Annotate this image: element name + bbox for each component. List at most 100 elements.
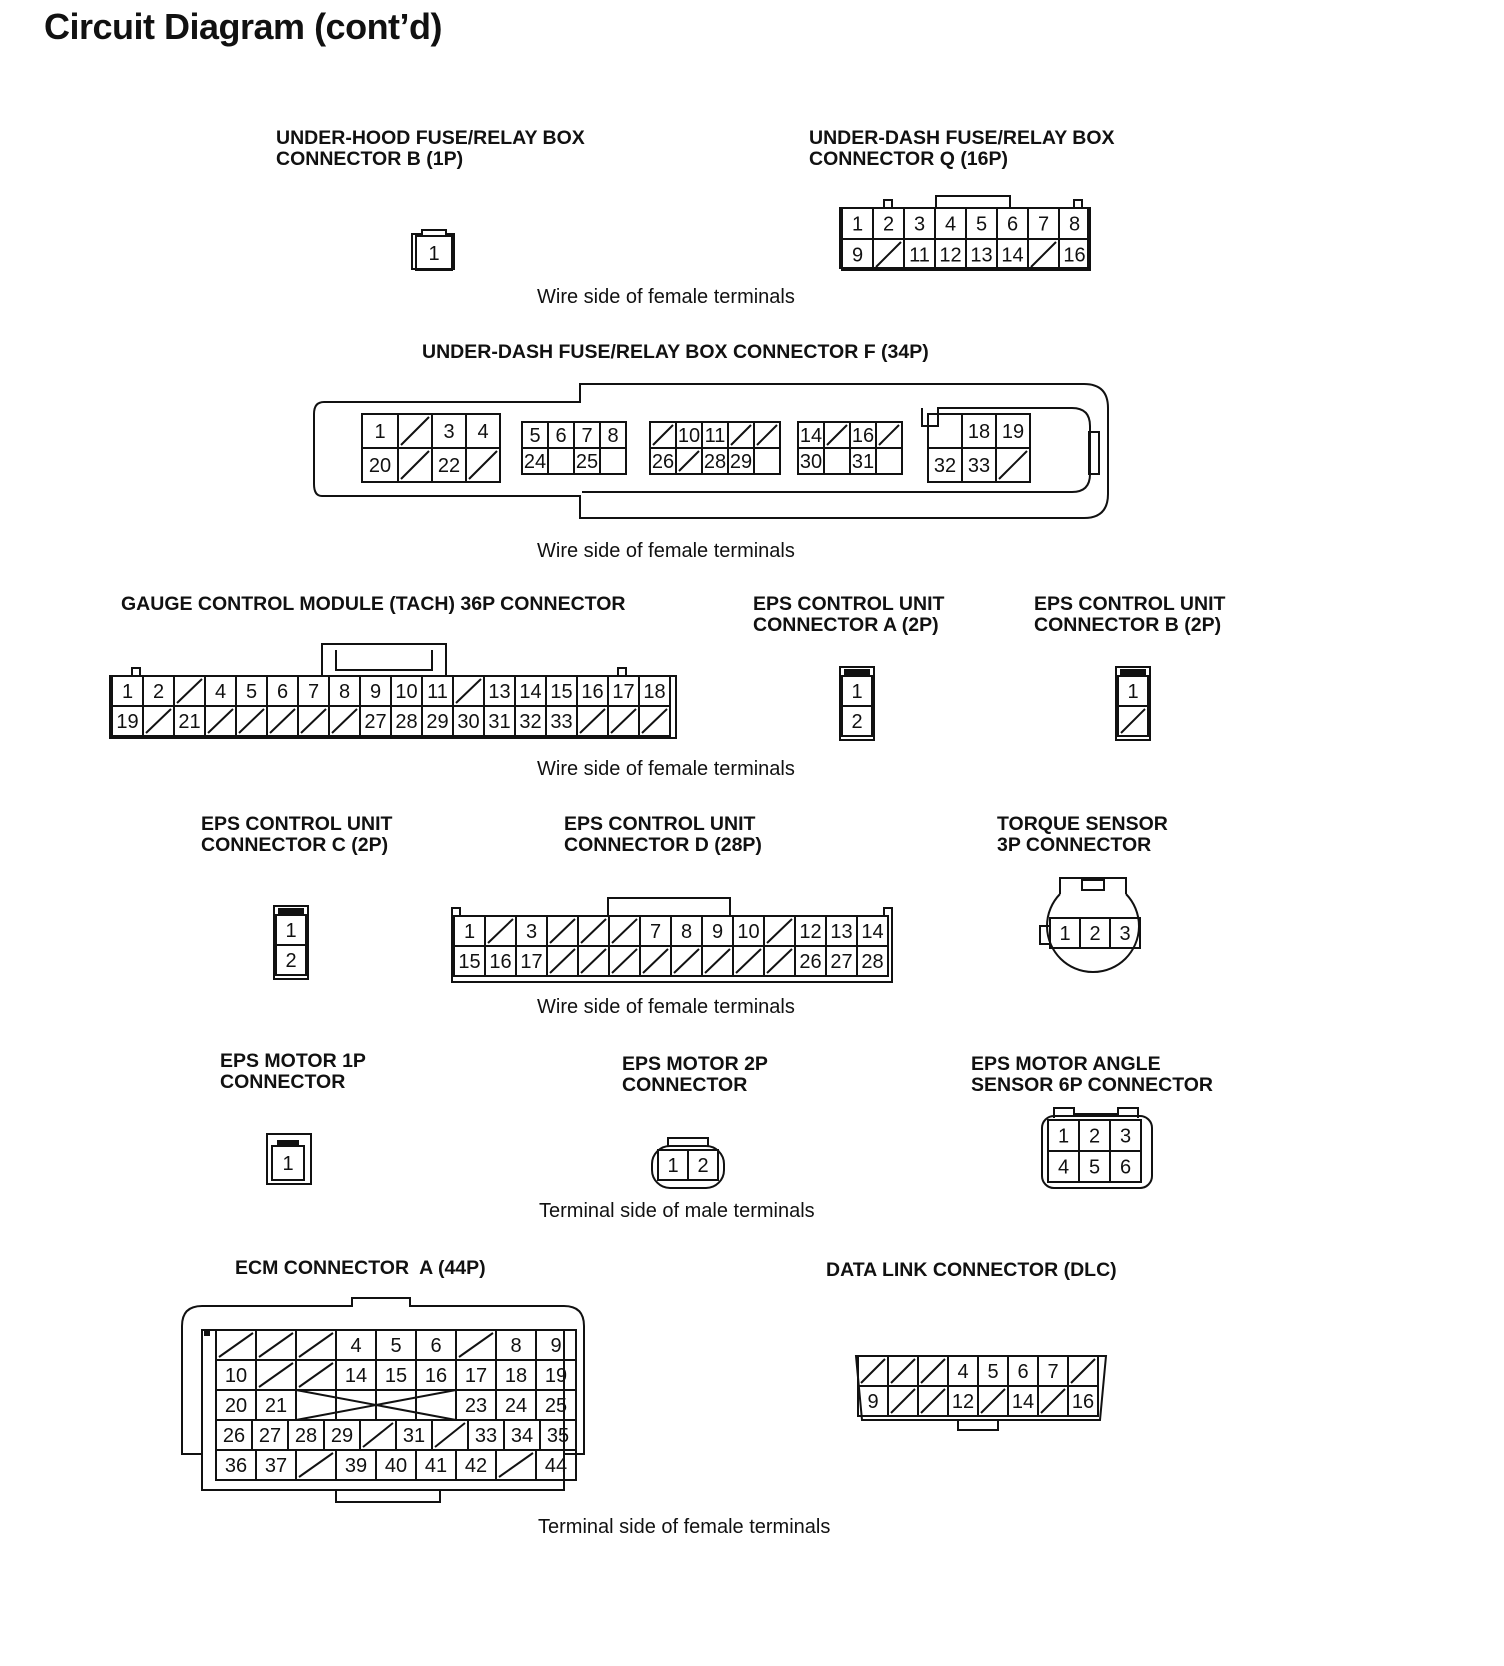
gcm-terminal-number: 4 bbox=[215, 681, 226, 703]
ud-f-group4-terminal-number: 14 bbox=[800, 425, 822, 447]
angle-terminal-number: 4 bbox=[1058, 1157, 1069, 1179]
ecm-a-terminal-number: 17 bbox=[465, 1365, 487, 1387]
ecm-a-terminal-number: 34 bbox=[511, 1425, 533, 1447]
torque-terminal-number: 3 bbox=[1119, 923, 1130, 945]
dlc-terminal-number: 4 bbox=[957, 1361, 968, 1383]
caption-wire-side-2: Wire side of female terminals bbox=[537, 540, 795, 562]
angle-terminal-number: 6 bbox=[1120, 1157, 1131, 1179]
unused-terminal-slash bbox=[673, 948, 700, 974]
label-eps-motor-angle-sensor: EPS MOTOR ANGLE SENSOR 6P CONNECTOR bbox=[971, 1053, 1213, 1096]
ecm-a-terminal-number: 31 bbox=[403, 1425, 425, 1447]
unused-terminal-slash bbox=[362, 1422, 394, 1448]
ecm-a-terminal-number: 8 bbox=[510, 1335, 521, 1357]
ud-q-cell bbox=[1058, 238, 1091, 271]
ecm-a-terminal-number: 25 bbox=[545, 1395, 567, 1417]
ud-f-group4-terminal-number: 30 bbox=[800, 451, 822, 473]
unused-terminal-slash bbox=[207, 708, 234, 734]
ecm-a-terminal-number: 24 bbox=[505, 1395, 527, 1417]
gcm-terminal-number: 17 bbox=[612, 681, 634, 703]
gcm-terminal-number: 16 bbox=[581, 681, 603, 703]
unused-terminal-slash bbox=[238, 708, 265, 734]
unused-terminal-slash bbox=[458, 1332, 494, 1358]
ud-f-group1-terminal-number: 4 bbox=[477, 421, 488, 443]
ud-f-group2-terminal-number: 7 bbox=[581, 425, 592, 447]
ecm-a-terminal-number: 42 bbox=[465, 1455, 487, 1477]
gcm-terminal-number: 31 bbox=[488, 711, 510, 733]
ecm-a-terminal-number: 21 bbox=[265, 1395, 287, 1417]
mot2p-cell bbox=[687, 1149, 719, 1181]
uh-b-terminal-number: 1 bbox=[428, 243, 439, 265]
eps-d-terminal-number: 17 bbox=[520, 951, 542, 973]
gcm-terminal-number: 1 bbox=[122, 681, 133, 703]
eps-connector-c-shell bbox=[273, 905, 309, 980]
gcm-terminal-number: 8 bbox=[339, 681, 350, 703]
gcm-terminal-number: 11 bbox=[427, 681, 448, 703]
ecm-a-terminal-number: 10 bbox=[225, 1365, 247, 1387]
ecm-a-terminal-number: 36 bbox=[225, 1455, 247, 1477]
ecm-a-terminal-number: 33 bbox=[475, 1425, 497, 1447]
label-under-hood-b: UNDER-HOOD FUSE/RELAY BOX CONNECTOR B (1… bbox=[276, 127, 585, 170]
unused-terminal-slash bbox=[258, 1332, 294, 1358]
angle-terminal-number: 3 bbox=[1120, 1126, 1131, 1148]
ecm-a-terminal-number: 29 bbox=[331, 1425, 353, 1447]
unused-terminal-slash bbox=[998, 450, 1028, 480]
unused-terminal-slash bbox=[826, 424, 848, 446]
label-under-dash-q: UNDER-DASH FUSE/RELAY BOX CONNECTOR Q (1… bbox=[809, 127, 1115, 170]
gcm-terminal-number: 32 bbox=[519, 711, 541, 733]
ud-f-group3-terminal-number: 11 bbox=[705, 425, 726, 447]
ecm-a-terminal-number: 41 bbox=[425, 1455, 447, 1477]
unused-terminal-slash bbox=[611, 918, 638, 944]
ud-f-group3-terminal-number: 28 bbox=[704, 451, 726, 473]
eps-d-terminal-number: 27 bbox=[830, 951, 852, 973]
dlc-terminal-number: 7 bbox=[1047, 1361, 1058, 1383]
ud-f-group2-terminal-number: 6 bbox=[555, 425, 566, 447]
ecm-a-terminal-number: 16 bbox=[425, 1365, 447, 1387]
ecm-cross-line bbox=[295, 1389, 457, 1421]
unused-terminal-slash bbox=[298, 1332, 334, 1358]
ecm-a-terminal-number: 18 bbox=[505, 1365, 527, 1387]
gcm-terminal-number: 14 bbox=[519, 681, 541, 703]
gcm-terminal-number: 13 bbox=[488, 681, 510, 703]
ecm-a-terminal-number: 9 bbox=[550, 1335, 561, 1357]
unused-terminal-slash bbox=[920, 1388, 946, 1414]
dlc-terminal-number: 5 bbox=[987, 1361, 998, 1383]
eps-c-terminal-number: 1 bbox=[285, 920, 296, 942]
eps-d-terminal-number: 12 bbox=[799, 921, 821, 943]
unused-terminal-slash bbox=[400, 416, 430, 446]
ud-f-group5-terminal-number: 19 bbox=[1002, 421, 1024, 443]
ud-f-group2-terminal-number: 8 bbox=[607, 425, 618, 447]
eps-a-cell bbox=[841, 705, 873, 737]
unused-terminal-slash bbox=[920, 1358, 946, 1384]
gcm-terminal-number: 6 bbox=[277, 681, 288, 703]
ud-f-group5-cell bbox=[995, 447, 1031, 483]
uh-b-cell bbox=[415, 235, 453, 271]
unused-terminal-slash bbox=[756, 424, 778, 446]
unused-terminal-slash bbox=[652, 424, 674, 446]
eps-d-terminal-number: 10 bbox=[737, 921, 759, 943]
unused-terminal-slash bbox=[678, 450, 700, 472]
ud-f-group5-terminal-number: 18 bbox=[968, 421, 990, 443]
gcm-terminal-number: 10 bbox=[395, 681, 417, 703]
ecm-a-terminal-number: 14 bbox=[345, 1365, 367, 1387]
ud-q-terminal-number: 9 bbox=[852, 245, 863, 267]
unused-terminal-slash bbox=[145, 708, 172, 734]
ecm-a-cell bbox=[535, 1449, 577, 1481]
ud-q-terminal-number: 8 bbox=[1069, 214, 1080, 236]
mot1p-terminal-number: 1 bbox=[282, 1153, 293, 1175]
ud-f-group2-terminal-number: 5 bbox=[529, 425, 540, 447]
ecm-a-cell bbox=[335, 1389, 377, 1421]
unused-terminal-slash bbox=[468, 450, 498, 480]
torque-sensor-connector bbox=[1039, 877, 1140, 973]
eps-d-terminal-number: 15 bbox=[458, 951, 480, 973]
ud-q-terminal-number: 7 bbox=[1038, 214, 1049, 236]
label-data-link-connector: DATA LINK CONNECTOR (DLC) bbox=[826, 1259, 1117, 1281]
ecm-a-terminal-number: 6 bbox=[430, 1335, 441, 1357]
under-dash-f-connector bbox=[313, 383, 1109, 519]
unused-terminal-slash bbox=[498, 1452, 534, 1478]
unused-terminal-slash bbox=[730, 424, 752, 446]
ecm-a-terminal-number: 39 bbox=[345, 1455, 367, 1477]
ud-f-group3-terminal-number: 29 bbox=[730, 451, 752, 473]
ud-f-group3-cell bbox=[753, 447, 781, 475]
eps-d-terminal-number: 7 bbox=[650, 921, 661, 943]
dlc-terminal-number: 16 bbox=[1072, 1391, 1094, 1413]
